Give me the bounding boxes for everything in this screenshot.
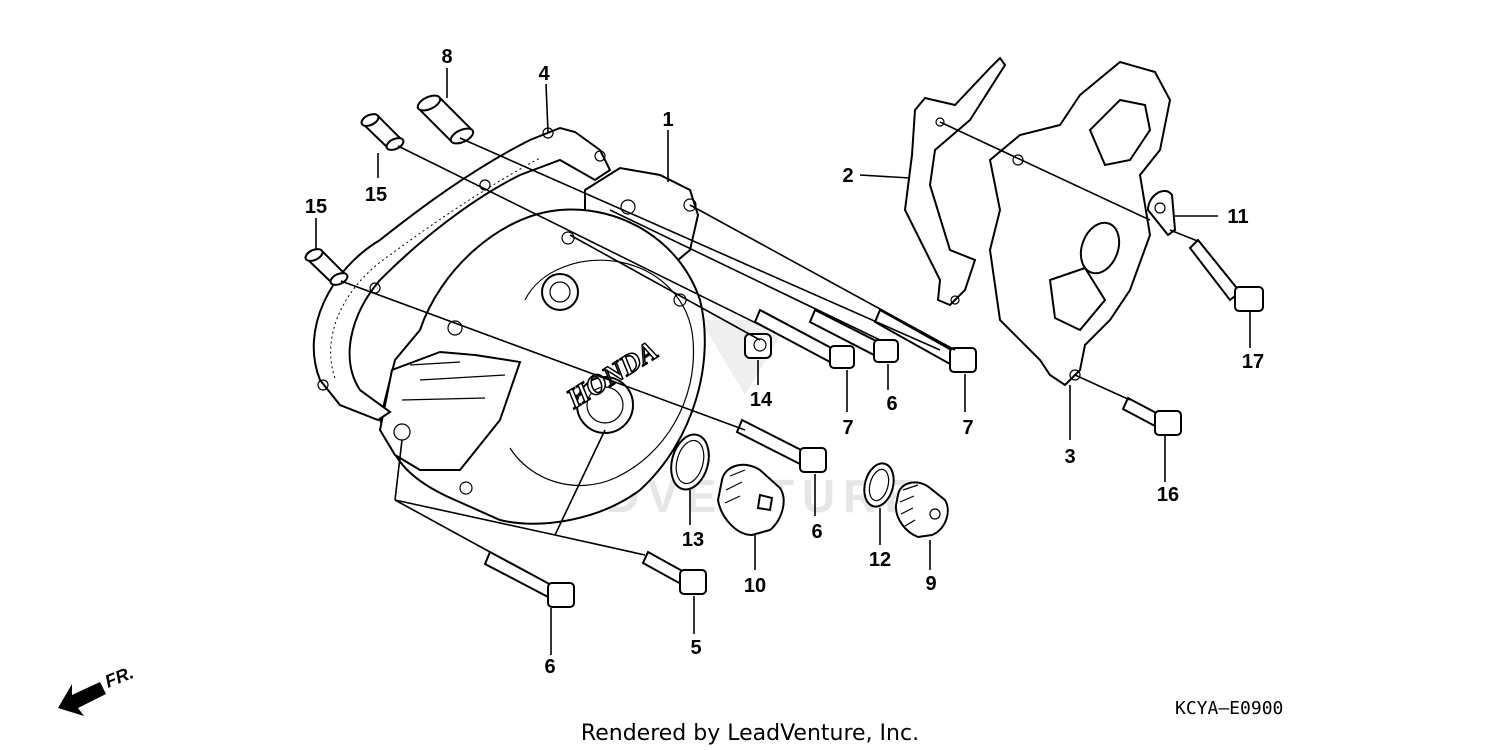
callout-6-center[interactable]: 6 <box>811 521 822 543</box>
callout-7-right[interactable]: 7 <box>962 417 973 439</box>
cap-10[interactable] <box>716 463 785 537</box>
cover-gasket[interactable] <box>312 126 612 422</box>
bolt-7-right[interactable] <box>873 308 977 373</box>
bolt-7-left[interactable] <box>753 308 855 369</box>
dowel-pin-8[interactable] <box>416 92 476 146</box>
diagram-code: KCYA—E0900 <box>1175 698 1283 719</box>
fr-label: FR. <box>102 662 136 691</box>
bolt-17[interactable] <box>1188 238 1264 312</box>
callout-numbers: 1 2 3 4 5 6 6 6 7 7 8 9 10 11 12 13 14 1… <box>305 46 1264 678</box>
bolt-6-upper-middle[interactable] <box>808 308 899 363</box>
dowel-pin-15-upper[interactable] <box>360 112 406 153</box>
callout-17[interactable]: 17 <box>1242 351 1264 373</box>
callout-15-lower[interactable]: 15 <box>305 196 327 218</box>
bolt-16[interactable] <box>1121 396 1182 436</box>
bolt-5[interactable] <box>641 550 707 595</box>
o-ring-12[interactable] <box>860 460 898 510</box>
o-ring-13[interactable] <box>665 430 714 493</box>
bolt-6-bottom-left[interactable] <box>483 550 575 608</box>
callout-14[interactable]: 14 <box>750 389 773 411</box>
callout-10[interactable]: 10 <box>744 575 766 597</box>
gasket-plate-2[interactable] <box>903 56 1007 307</box>
callout-12[interactable]: 12 <box>869 549 891 571</box>
callout-6-bottom-left[interactable]: 6 <box>544 656 555 678</box>
guard-plate-3[interactable] <box>988 60 1172 387</box>
callout-13[interactable]: 13 <box>682 529 704 551</box>
left-crankcase-cover[interactable]: HONDA <box>378 166 706 525</box>
callout-11[interactable]: 11 <box>1227 206 1248 228</box>
bolt-6-center[interactable] <box>735 418 827 473</box>
callout-4[interactable]: 4 <box>538 63 550 85</box>
clamp-11[interactable] <box>1146 190 1177 237</box>
arrow-left-icon <box>58 682 106 716</box>
leader-lines <box>315 68 1251 655</box>
callout-9[interactable]: 9 <box>925 573 936 595</box>
callout-2[interactable]: 2 <box>842 165 853 187</box>
callout-7-left[interactable]: 7 <box>842 417 853 439</box>
callout-8[interactable]: 8 <box>441 46 452 68</box>
plug-9[interactable] <box>894 481 949 539</box>
callout-5[interactable]: 5 <box>690 637 701 659</box>
callout-3[interactable]: 3 <box>1064 446 1075 468</box>
credit-text: Rendered by LeadVenture, Inc. <box>581 721 919 746</box>
callout-1[interactable]: 1 <box>662 109 673 131</box>
callout-16[interactable]: 16 <box>1157 484 1179 506</box>
dowel-pin-15-lower[interactable] <box>304 247 350 288</box>
front-direction-indicator: FR. <box>58 662 136 716</box>
callout-15-upper[interactable]: 15 <box>365 184 387 206</box>
callout-6-upper[interactable]: 6 <box>886 393 897 415</box>
nut-14[interactable] <box>744 333 772 359</box>
